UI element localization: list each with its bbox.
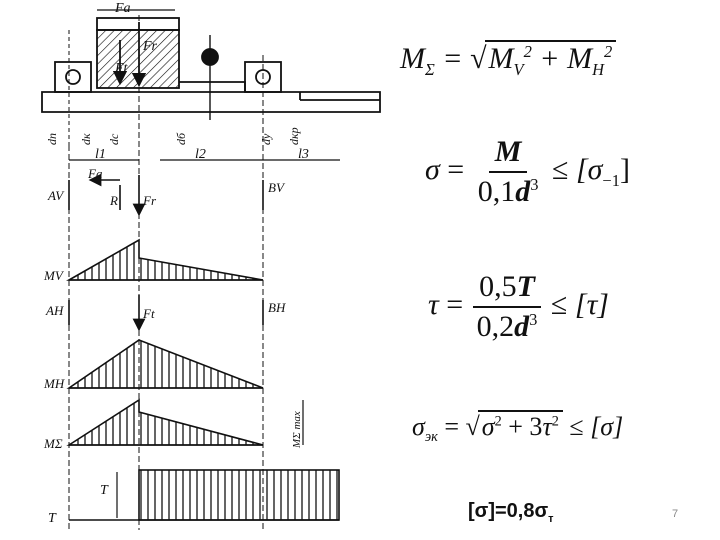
formula-ekv-s1: σ [481,412,495,441]
label-mv: MV [43,268,65,283]
formula-tau-den-exp: 3 [529,310,538,329]
torque-diagram [138,469,340,521]
label-d-kp: dкр [287,127,301,145]
label-ah: AH [45,303,64,318]
formula-sigma-rhs: [σ [575,152,603,186]
formula-allow-lhs: [σ]=0,8σ [468,500,549,522]
formula-tau-num-coef: 0,5 [479,270,517,303]
label-t: T [48,511,57,526]
formula-sigma-lhs: σ [425,152,440,186]
formula-msum-mv-sup: 2 [523,42,532,61]
formula-sigma-den-var: d [515,175,531,208]
moment-mv-diagram [65,238,264,281]
formula-tau-eq: = [438,287,471,321]
formula-ekv-s1-exp: 2 [494,413,502,430]
formula-tau-den-var: d [514,310,530,343]
label-msum: MΣ [43,436,63,451]
label-fa-top: Fа [114,1,131,16]
formula-ekv-le: ≤ [562,412,591,441]
label-d-k: dк [79,133,93,145]
label-d-y: dу [259,133,273,145]
gear-body [96,29,180,89]
formula-ekv-s2-exp: 2 [551,413,559,430]
formula-ekv-rhs: [σ] [590,412,624,441]
label-fr: Fr [142,193,157,208]
formula-msum-mh: M [567,42,593,75]
label-bh: BH [268,300,286,315]
moment-mh-diagram [66,339,264,389]
formula-total-moment: MΣ = √MV2 + MH2 [400,40,617,80]
label-t-small: T [100,483,109,498]
shaft-load-diagram: Fа Fr Ft dп dк dс dб dу dкр l1 l2 l3 AV … [41,1,381,530]
formula-tau-le: ≤ [543,287,575,321]
formula-ekv-lhs: σ [412,412,425,441]
label-ft-top: Ft [114,61,129,76]
formula-ekv-lhs-sub: эк [424,429,438,446]
bearing-left [54,61,92,93]
formula-allow-sub: т [548,513,554,525]
formula-sigma-eq: = [439,152,472,186]
formula-ekv-plus: + 3 [501,412,543,441]
formula-ekv-eq: = [437,412,466,441]
formula-sigma-num: M [488,135,528,173]
formula-tau-den-coef: 0,2 [476,310,515,343]
label-d-c: dс [107,133,121,145]
label-fr-top: Fr [142,39,158,54]
formula-allowable-stress: [σ]=0,8σт [468,500,554,525]
label-msum-max: MΣ max [291,411,303,449]
shaft-outline [41,81,381,113]
formula-msum-lhs-sub: Σ [425,60,435,79]
formula-msum-mh-sup: 2 [604,42,613,61]
formula-ekv-s2: τ [542,412,552,441]
formula-sigma-den-coef: 0,1 [477,175,516,208]
formula-msum-lhs: M [400,42,425,75]
label-d-p: dп [45,133,59,145]
formula-sigma-le: ≤ [544,152,576,186]
label-l3: l3 [298,147,309,162]
formula-msum-mh-sub: H [592,60,605,79]
label-l2: l2 [195,147,206,162]
label-d-b: dб [174,132,188,145]
label-mh: MH [43,376,65,391]
formula-tau-num-var: T [516,270,535,303]
label-fa: Fa [87,166,103,181]
formula-tau-rhs: [τ] [574,287,609,321]
label-r: R [109,193,118,208]
label-l1: l1 [95,147,106,162]
label-bv: BV [268,180,286,195]
formula-msum-mv-sub: V [513,60,524,79]
formula-sigma-rhs-sub: −1 [602,170,620,190]
bearing-ball-left [65,69,81,85]
formula-msum-eq: = [434,42,471,75]
formula-sigma-den-exp: 3 [530,175,539,194]
gear-hub-top [96,17,180,31]
formula-msum-mv: M [488,42,514,75]
label-ft: Ft [142,306,155,321]
formula-msum-plus: + [531,42,568,75]
formula-equivalent-stress: σэк = √σ2 + 3τ2 ≤ [σ] [412,410,624,446]
moment-msum-diagram [66,398,264,446]
formula-sigma-rhs-close: ] [619,152,630,186]
page-number: 7 [672,508,679,520]
formula-tau-lhs: τ [428,287,439,321]
label-av: AV [47,188,65,203]
